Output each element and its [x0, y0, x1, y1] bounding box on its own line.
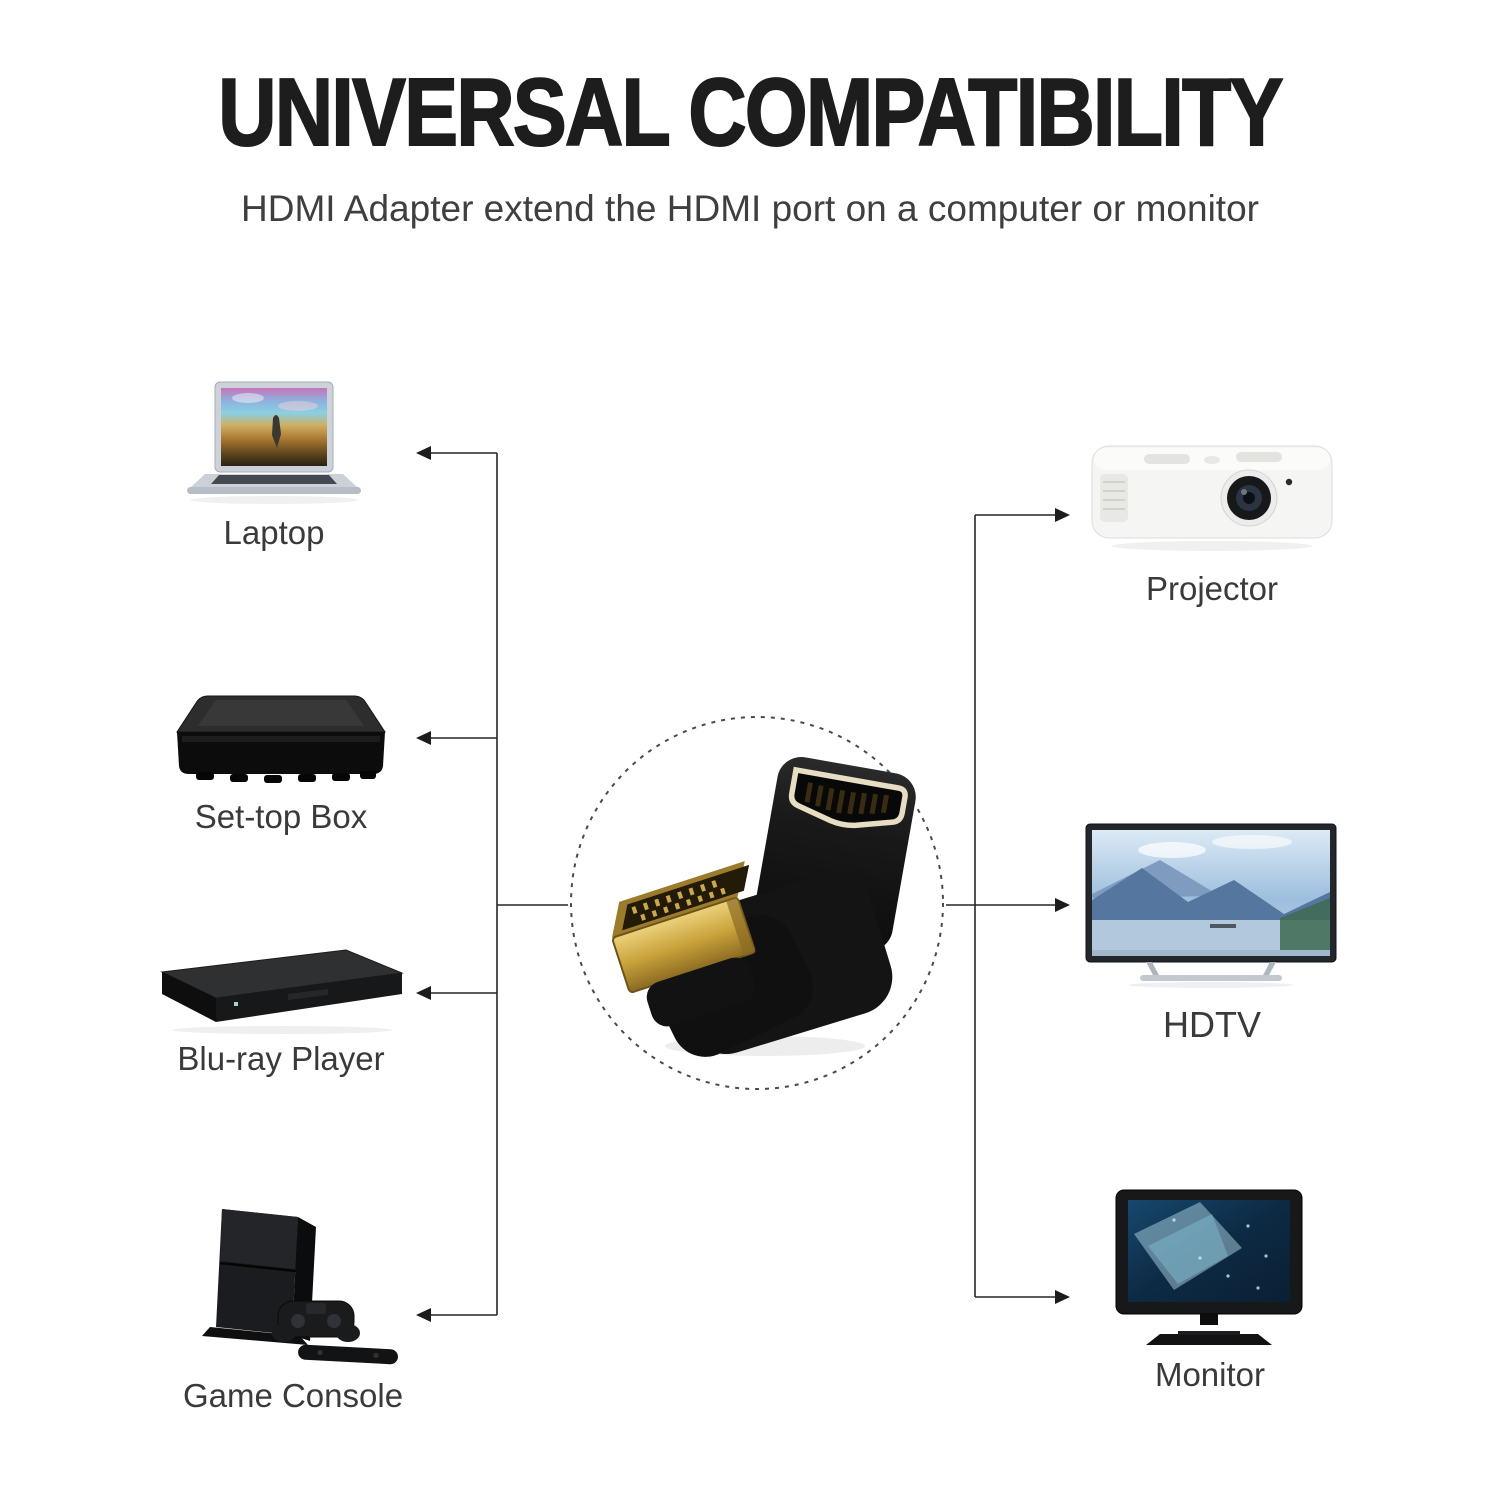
monitor-icon	[1115, 1189, 1303, 1345]
arrow-to-monitor	[1055, 1290, 1070, 1304]
arrow-to-projector	[1055, 508, 1070, 522]
hdmi-male-plug	[611, 861, 756, 1027]
device-hdtv: HDTV	[1082, 820, 1342, 1046]
arrow-to-laptop	[416, 446, 431, 460]
hdmi-adapter-icon	[611, 757, 916, 1057]
projector-icon	[1091, 445, 1333, 551]
device-game-console: Game Console	[180, 1203, 406, 1415]
device-label: Monitor	[1154, 1356, 1266, 1393]
device-blu-ray-player: Blu-ray Player	[148, 942, 414, 1078]
set-top-box-icon	[176, 695, 386, 783]
device-projector: Projector	[1086, 422, 1338, 608]
device-label: HDTV	[1163, 1004, 1261, 1045]
arrow-to-console	[416, 1308, 431, 1322]
device-label: Laptop	[223, 514, 325, 551]
device-label: Set-top Box	[194, 798, 368, 835]
device-label: Game Console	[182, 1377, 404, 1414]
device-monitor: Monitor	[1108, 1186, 1312, 1394]
page-title: UNIVERSAL COMPATIBILITY	[217, 58, 1284, 167]
laptop-icon	[187, 381, 361, 504]
device-laptop: Laptop	[178, 380, 370, 552]
arrow-to-settop	[416, 731, 431, 745]
device-label: Blu-ray Player	[177, 1040, 385, 1077]
device-set-top-box: Set-top Box	[168, 688, 394, 836]
adapter-figure	[570, 716, 944, 1090]
blu-ray-player-icon	[160, 949, 404, 1034]
game-console-icon	[202, 1209, 398, 1365]
hdmi-female-port	[788, 766, 908, 829]
page-subtitle: HDMI Adapter extend the HDMI port on a c…	[241, 188, 1259, 229]
hdtv-icon	[1085, 823, 1337, 988]
arrow-to-hdtv	[1055, 898, 1070, 912]
arrow-to-bluray	[416, 986, 431, 1000]
device-label: Projector	[1145, 570, 1279, 607]
